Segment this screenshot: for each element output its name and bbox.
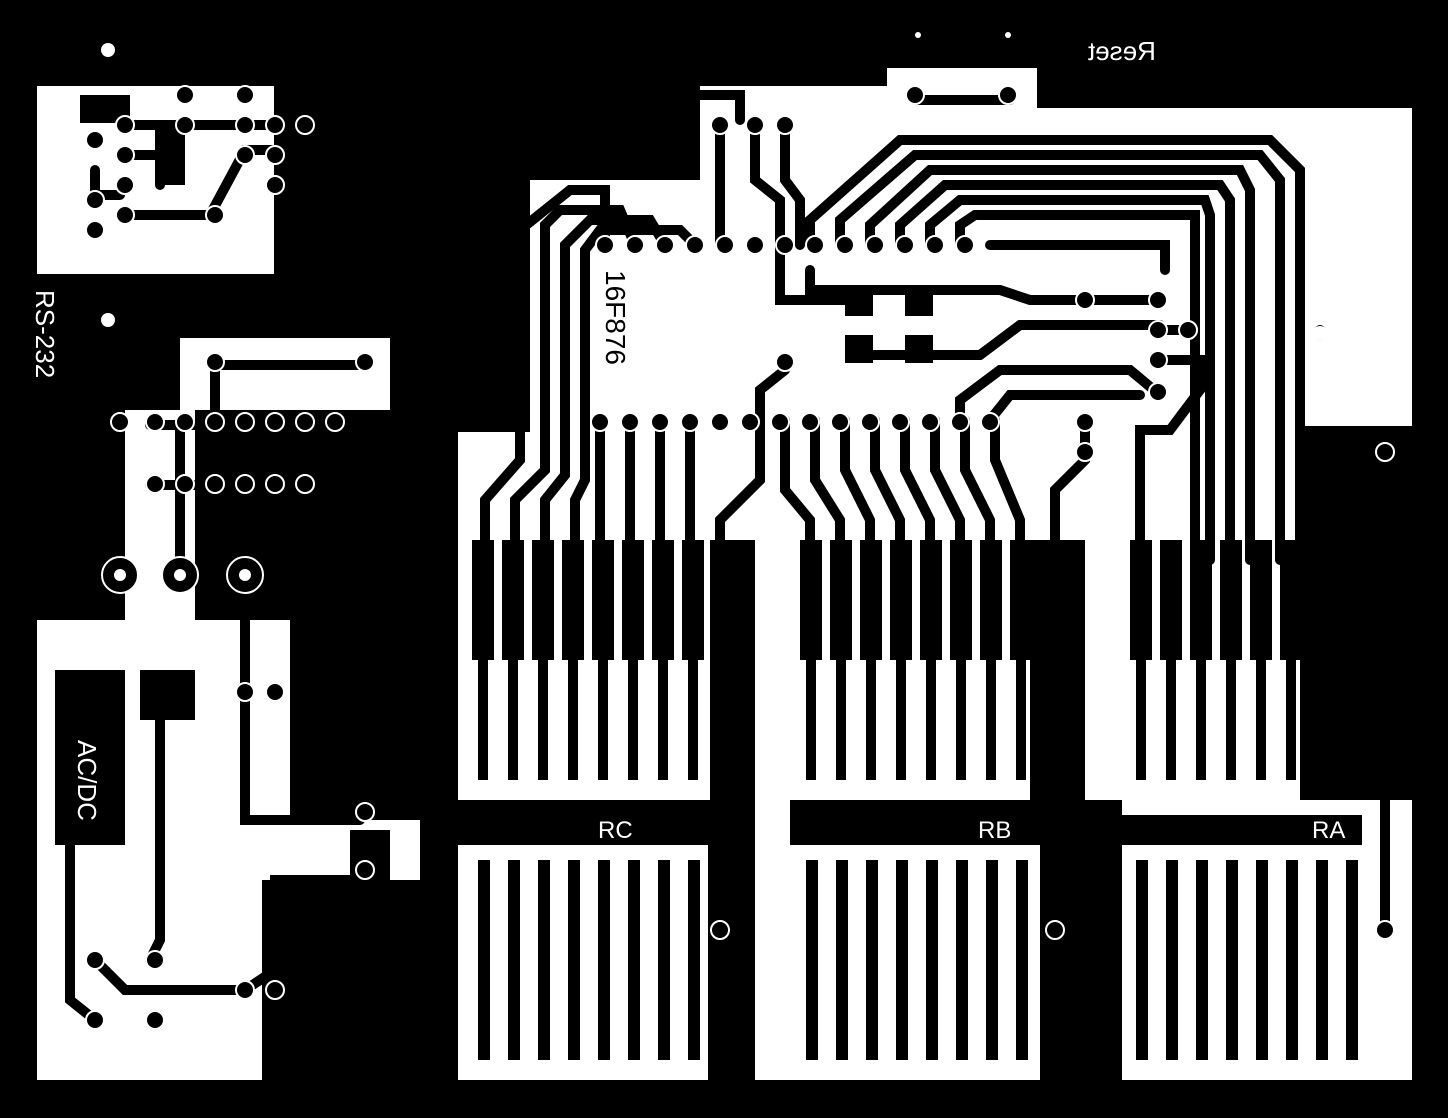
port-rc-label: RC xyxy=(598,817,633,844)
title-line-1: PIC-Test xyxy=(360,198,464,228)
traces xyxy=(65,90,1390,1025)
port-rb-label: RB xyxy=(978,817,1011,844)
title-line-3: sprut 01/00 xyxy=(320,261,455,291)
port-ra-label: RA xyxy=(1312,817,1345,844)
rs232-label: RS-232 xyxy=(30,290,60,378)
acdc-label: AC/DC xyxy=(72,740,102,821)
chip-label: 16F876 xyxy=(600,270,631,365)
port-header-strips xyxy=(55,95,1362,1060)
board-labels: Reset PIC-Test für 16F876 sprut 01/00 Re… xyxy=(30,36,1345,844)
reset-label: Reset xyxy=(1087,36,1156,66)
solder-pads xyxy=(85,85,1395,1030)
title-line-2: für 16F876 xyxy=(335,228,466,258)
drill-holes xyxy=(101,32,1327,581)
title-line-4: Rev. 4a xyxy=(370,294,462,324)
